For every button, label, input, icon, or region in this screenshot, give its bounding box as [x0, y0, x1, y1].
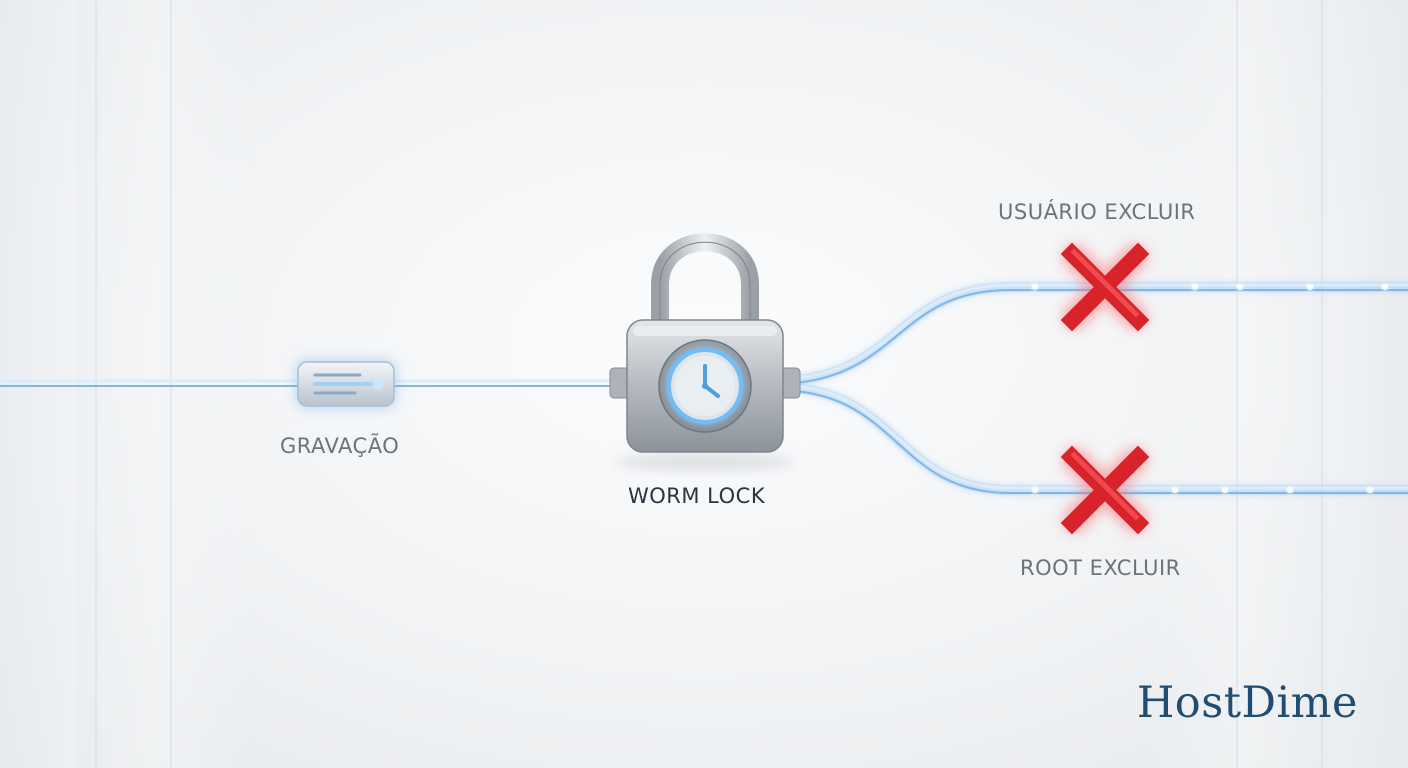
worm-lock-label: WORM LOCK: [628, 484, 766, 508]
branch-line-user: [794, 282, 1408, 385]
rack-divider: [1236, 0, 1238, 768]
user-delete-label: USUÁRIO EXCLUIR: [998, 200, 1196, 224]
branch-line-root: [794, 383, 1408, 495]
red-x-icon: [1060, 242, 1150, 332]
rack-divider: [1321, 0, 1323, 768]
server-rack-right: [1148, 0, 1408, 768]
padlock-clock-icon: [609, 233, 801, 470]
data-packet-icon: [296, 360, 396, 408]
brand-logo: HostDime: [1136, 678, 1358, 728]
red-x-icon: [1060, 445, 1150, 535]
write-label: GRAVAÇÃO: [280, 434, 400, 458]
signal-dots: [1032, 284, 1388, 493]
root-delete-label: ROOT EXCLUIR: [1020, 556, 1181, 580]
